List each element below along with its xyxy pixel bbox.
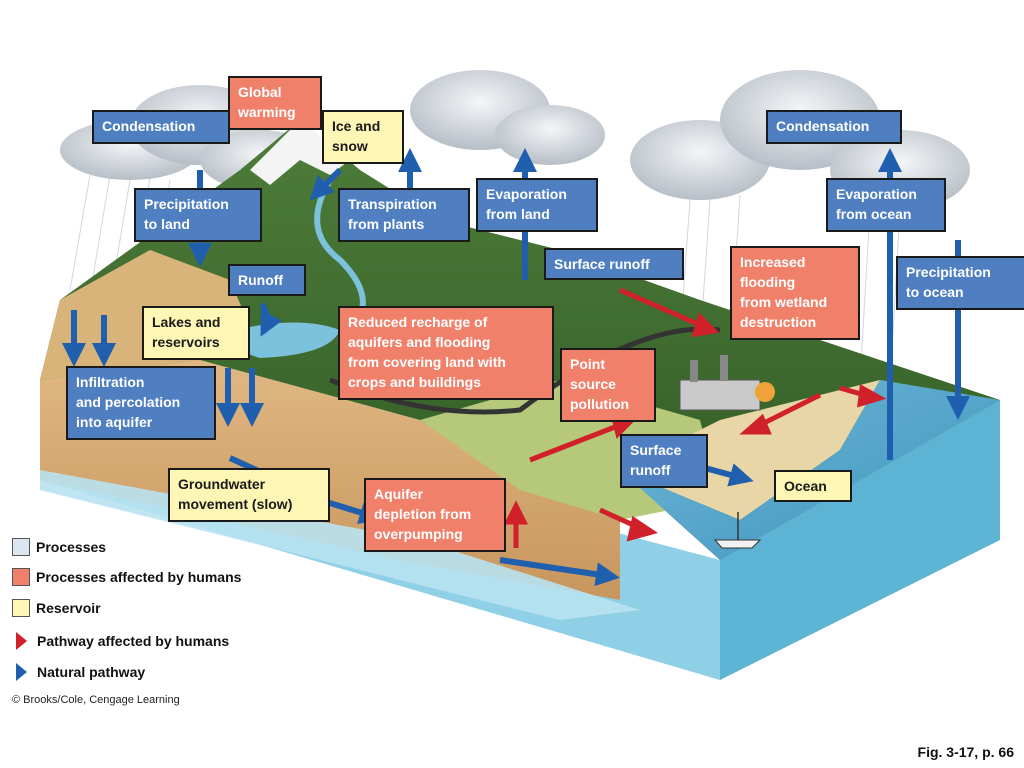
processes-swatch <box>12 538 30 556</box>
label-aquifer-depletion: Aquifer depletion from overpumping <box>364 478 506 552</box>
label-reduced-recharge: Reduced recharge of aquifers and floodin… <box>338 306 554 400</box>
blue-arrow-icon <box>16 663 27 681</box>
human-arrows <box>503 287 887 548</box>
label-surface-runoff-bottom: Surface runoff <box>620 434 708 488</box>
legend-item-natural-pathway: Natural pathway <box>12 660 145 684</box>
label-evaporation-land: Evaporation from land <box>476 178 598 232</box>
label-precipitation-to-ocean: Precipitation to ocean <box>896 256 1024 310</box>
label-point-source-pollution: Point source pollution <box>560 348 656 422</box>
label-transpiration: Transpiration from plants <box>338 188 470 242</box>
label-runoff: Runoff <box>228 264 306 296</box>
reservoir-swatch <box>12 599 30 617</box>
label-ice-and-snow: Ice and snow <box>322 110 404 164</box>
road <box>329 326 721 415</box>
human-processes-swatch <box>12 568 30 586</box>
copyright-credit: © Brooks/Cole, Cengage Learning <box>12 694 180 706</box>
label-surface-runoff-top: Surface runoff <box>544 248 684 280</box>
label-ocean: Ocean <box>774 470 852 502</box>
legend-label: Processes affected by humans <box>36 569 242 585</box>
legend-label: Processes <box>36 539 107 555</box>
label-evaporation-ocean: Evaporation from ocean <box>826 178 946 232</box>
label-condensation-right: Condensation <box>766 110 902 144</box>
label-infiltration: Infiltration and percolation into aquife… <box>66 366 216 440</box>
cloud-middle <box>410 70 605 165</box>
label-condensation-left: Condensation <box>92 110 230 144</box>
snow-cap <box>250 120 350 185</box>
ocean-surface <box>620 380 1000 560</box>
label-precipitation-to-land: Precipitation to land <box>134 188 262 242</box>
legend-item-processes: Processes <box>12 535 106 559</box>
legend-item-reservoir: Reservoir <box>12 596 101 620</box>
legend-label: Pathway affected by humans <box>37 633 230 649</box>
figure-reference: Fig. 3-17, p. 66 <box>917 744 1014 760</box>
label-groundwater: Groundwater movement (slow) <box>168 468 330 522</box>
ocean-side-face <box>720 400 1000 680</box>
legend-label: Reservoir <box>36 600 101 616</box>
legend-label: Natural pathway <box>37 664 146 680</box>
label-lakes-and-reservoirs: Lakes and reservoirs <box>142 306 250 360</box>
factory <box>679 355 775 411</box>
label-increased-flooding: Increased flooding from wetland destruct… <box>730 246 860 340</box>
label-global-warming: Global warming <box>228 76 322 130</box>
red-arrow-icon <box>16 632 27 650</box>
fishing-boat <box>713 512 762 549</box>
legend-item-human-pathway: Pathway affected by humans <box>12 629 229 653</box>
legend-item-human-processes: Processes affected by humans <box>12 565 241 589</box>
